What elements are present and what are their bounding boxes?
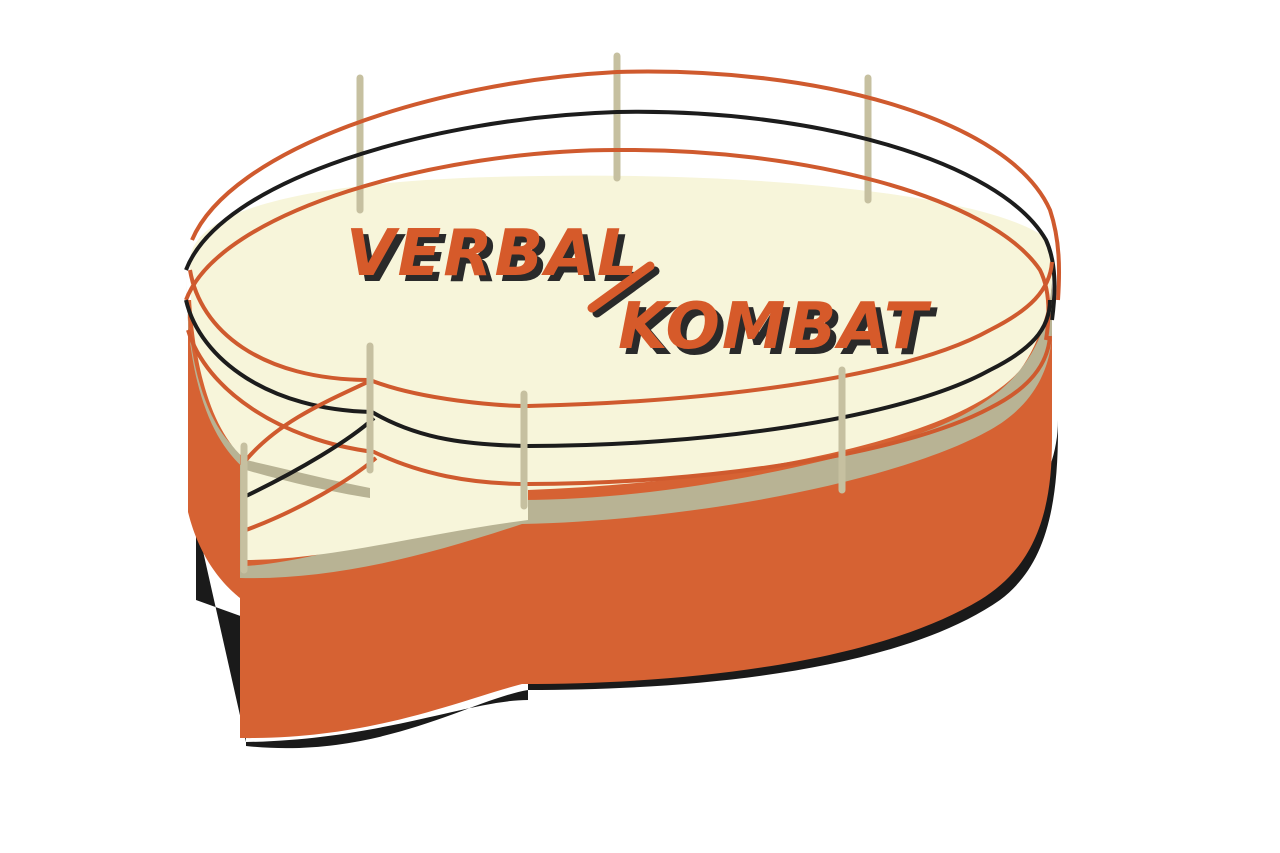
rope-middle — [184, 109, 1057, 321]
ramp-band — [246, 460, 370, 498]
logo-wordmark: VERBAL VERBAL KOMBAT KOMBAT — [346, 217, 938, 370]
logo-line2: KOMBAT — [618, 290, 932, 364]
rope-front-lower — [186, 329, 1052, 487]
rope-top — [190, 69, 1062, 301]
logo-line1-shadow: VERBAL — [352, 223, 646, 297]
rope-front-middle — [184, 299, 1052, 449]
rope-lower — [184, 147, 1051, 341]
ropes — [184, 69, 1062, 532]
front-posts — [240, 342, 846, 574]
ramp-rope-orange-1 — [244, 378, 373, 462]
floor-edge — [186, 270, 1052, 579]
logo-line1: VERBAL — [346, 217, 640, 291]
logo-line2-shadow: KOMBAT — [624, 296, 938, 370]
rope-front-top — [188, 261, 1054, 409]
ramp-rope-black — [245, 416, 376, 498]
logo-slash-shadow — [592, 266, 660, 318]
logo-slash — [587, 261, 655, 313]
ramp-rope-orange-2 — [245, 456, 378, 532]
wall-shadow — [196, 400, 1058, 749]
